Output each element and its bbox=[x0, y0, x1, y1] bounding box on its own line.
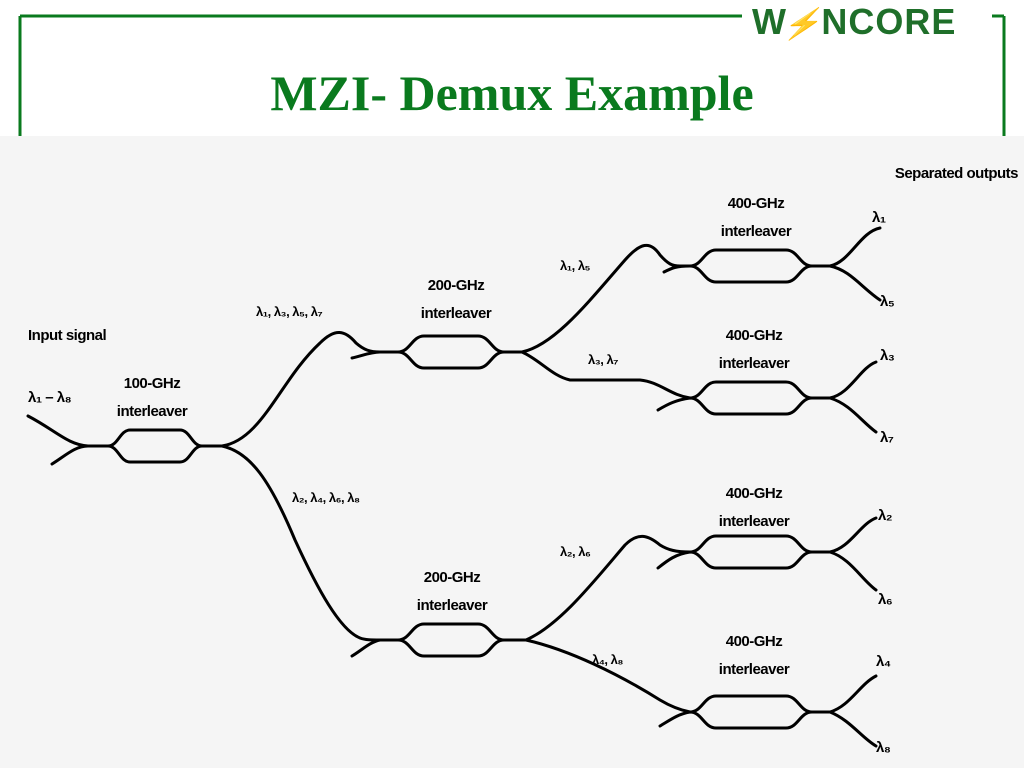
diagram-area: Input signal λ₁ – λ₈ 100-GHz interleaver… bbox=[0, 136, 1024, 768]
out1-interleaver-type: interleaver bbox=[721, 223, 792, 240]
even-branch-label: λ₂, λ₄, λ₆, λ₈ bbox=[292, 490, 360, 505]
lower-200ghz-interleaver bbox=[350, 622, 528, 658]
wincore-logo: W⚡NCORE bbox=[752, 2, 956, 42]
waveguide-even-branch bbox=[220, 444, 398, 642]
out3-interleaver-type: interleaver bbox=[719, 513, 790, 530]
out4-400ghz-interleaver bbox=[658, 674, 878, 748]
upper-200ghz-interleaver bbox=[350, 334, 524, 370]
b48-branch-label: λ₄, λ₈ bbox=[592, 652, 623, 667]
out4-interleaver-type: interleaver bbox=[719, 661, 790, 678]
input-signal-label: Input signal bbox=[28, 327, 106, 344]
lower-interleaver-type: interleaver bbox=[417, 597, 488, 614]
logo-suffix: NCORE bbox=[821, 1, 957, 42]
waveguide-b37 bbox=[520, 350, 692, 400]
upper-interleaver-type: interleaver bbox=[421, 305, 492, 322]
output-l3: λ₃ bbox=[880, 347, 895, 364]
lower-interleaver-name: 200-GHz bbox=[424, 569, 481, 586]
output-l5: λ₅ bbox=[880, 293, 895, 310]
lower-mzi-arm-bottom bbox=[350, 638, 528, 658]
logo-prefix: W bbox=[752, 1, 787, 42]
out2-400ghz-interleaver bbox=[656, 360, 878, 434]
slide-title: MZI- Demux Example bbox=[270, 65, 754, 121]
waveguide-b48 bbox=[524, 638, 692, 714]
upper-interleaver-name: 200-GHz bbox=[428, 277, 485, 294]
waveguide-odd-branch bbox=[220, 331, 398, 448]
out4-interleaver-name: 400-GHz bbox=[726, 633, 783, 650]
upper-mzi-arm-top bbox=[350, 334, 524, 360]
separated-outputs-label: Separated outputs bbox=[895, 165, 1018, 182]
out2-interleaver-name: 400-GHz bbox=[726, 327, 783, 344]
out3-interleaver-name: 400-GHz bbox=[726, 485, 783, 502]
first-interleaver-type: interleaver bbox=[117, 403, 188, 420]
b37-branch-label: λ₃, λ₇ bbox=[588, 352, 618, 367]
b15-branch-label: λ₁, λ₅ bbox=[560, 258, 591, 273]
lower-mzi-arm-top bbox=[378, 622, 528, 642]
waveguide-b15 bbox=[520, 244, 692, 354]
output-l6: λ₆ bbox=[878, 591, 892, 608]
out2-interleaver-type: interleaver bbox=[719, 355, 790, 372]
input-channels-label: λ₁ – λ₈ bbox=[28, 389, 72, 406]
odd-branch-label: λ₁, λ₃, λ₅, λ₇ bbox=[256, 304, 322, 319]
waveguide-input-upper bbox=[26, 414, 224, 448]
output-l8: λ₈ bbox=[876, 739, 891, 756]
output-l2: λ₂ bbox=[878, 507, 892, 524]
upper-mzi-arm-bottom bbox=[378, 350, 524, 370]
mzi-demux-diagram: Input signal λ₁ – λ₈ 100-GHz interleaver… bbox=[26, 165, 1019, 756]
b26-branch-label: λ₂, λ₆ bbox=[560, 544, 591, 559]
out3-400ghz-interleaver bbox=[656, 516, 878, 592]
output-l7: λ₇ bbox=[880, 429, 894, 446]
first-interleaver-name: 100-GHz bbox=[124, 375, 181, 392]
output-l1: λ₁ bbox=[872, 209, 886, 226]
waveguide-input-lower bbox=[50, 444, 224, 466]
slide-frame bbox=[18, 14, 1006, 136]
output-l4: λ₄ bbox=[876, 653, 891, 670]
first-interleaver bbox=[26, 414, 224, 466]
waveguide-b26 bbox=[524, 534, 692, 642]
out1-400ghz-interleaver bbox=[662, 226, 882, 302]
out1-interleaver-name: 400-GHz bbox=[728, 195, 785, 212]
